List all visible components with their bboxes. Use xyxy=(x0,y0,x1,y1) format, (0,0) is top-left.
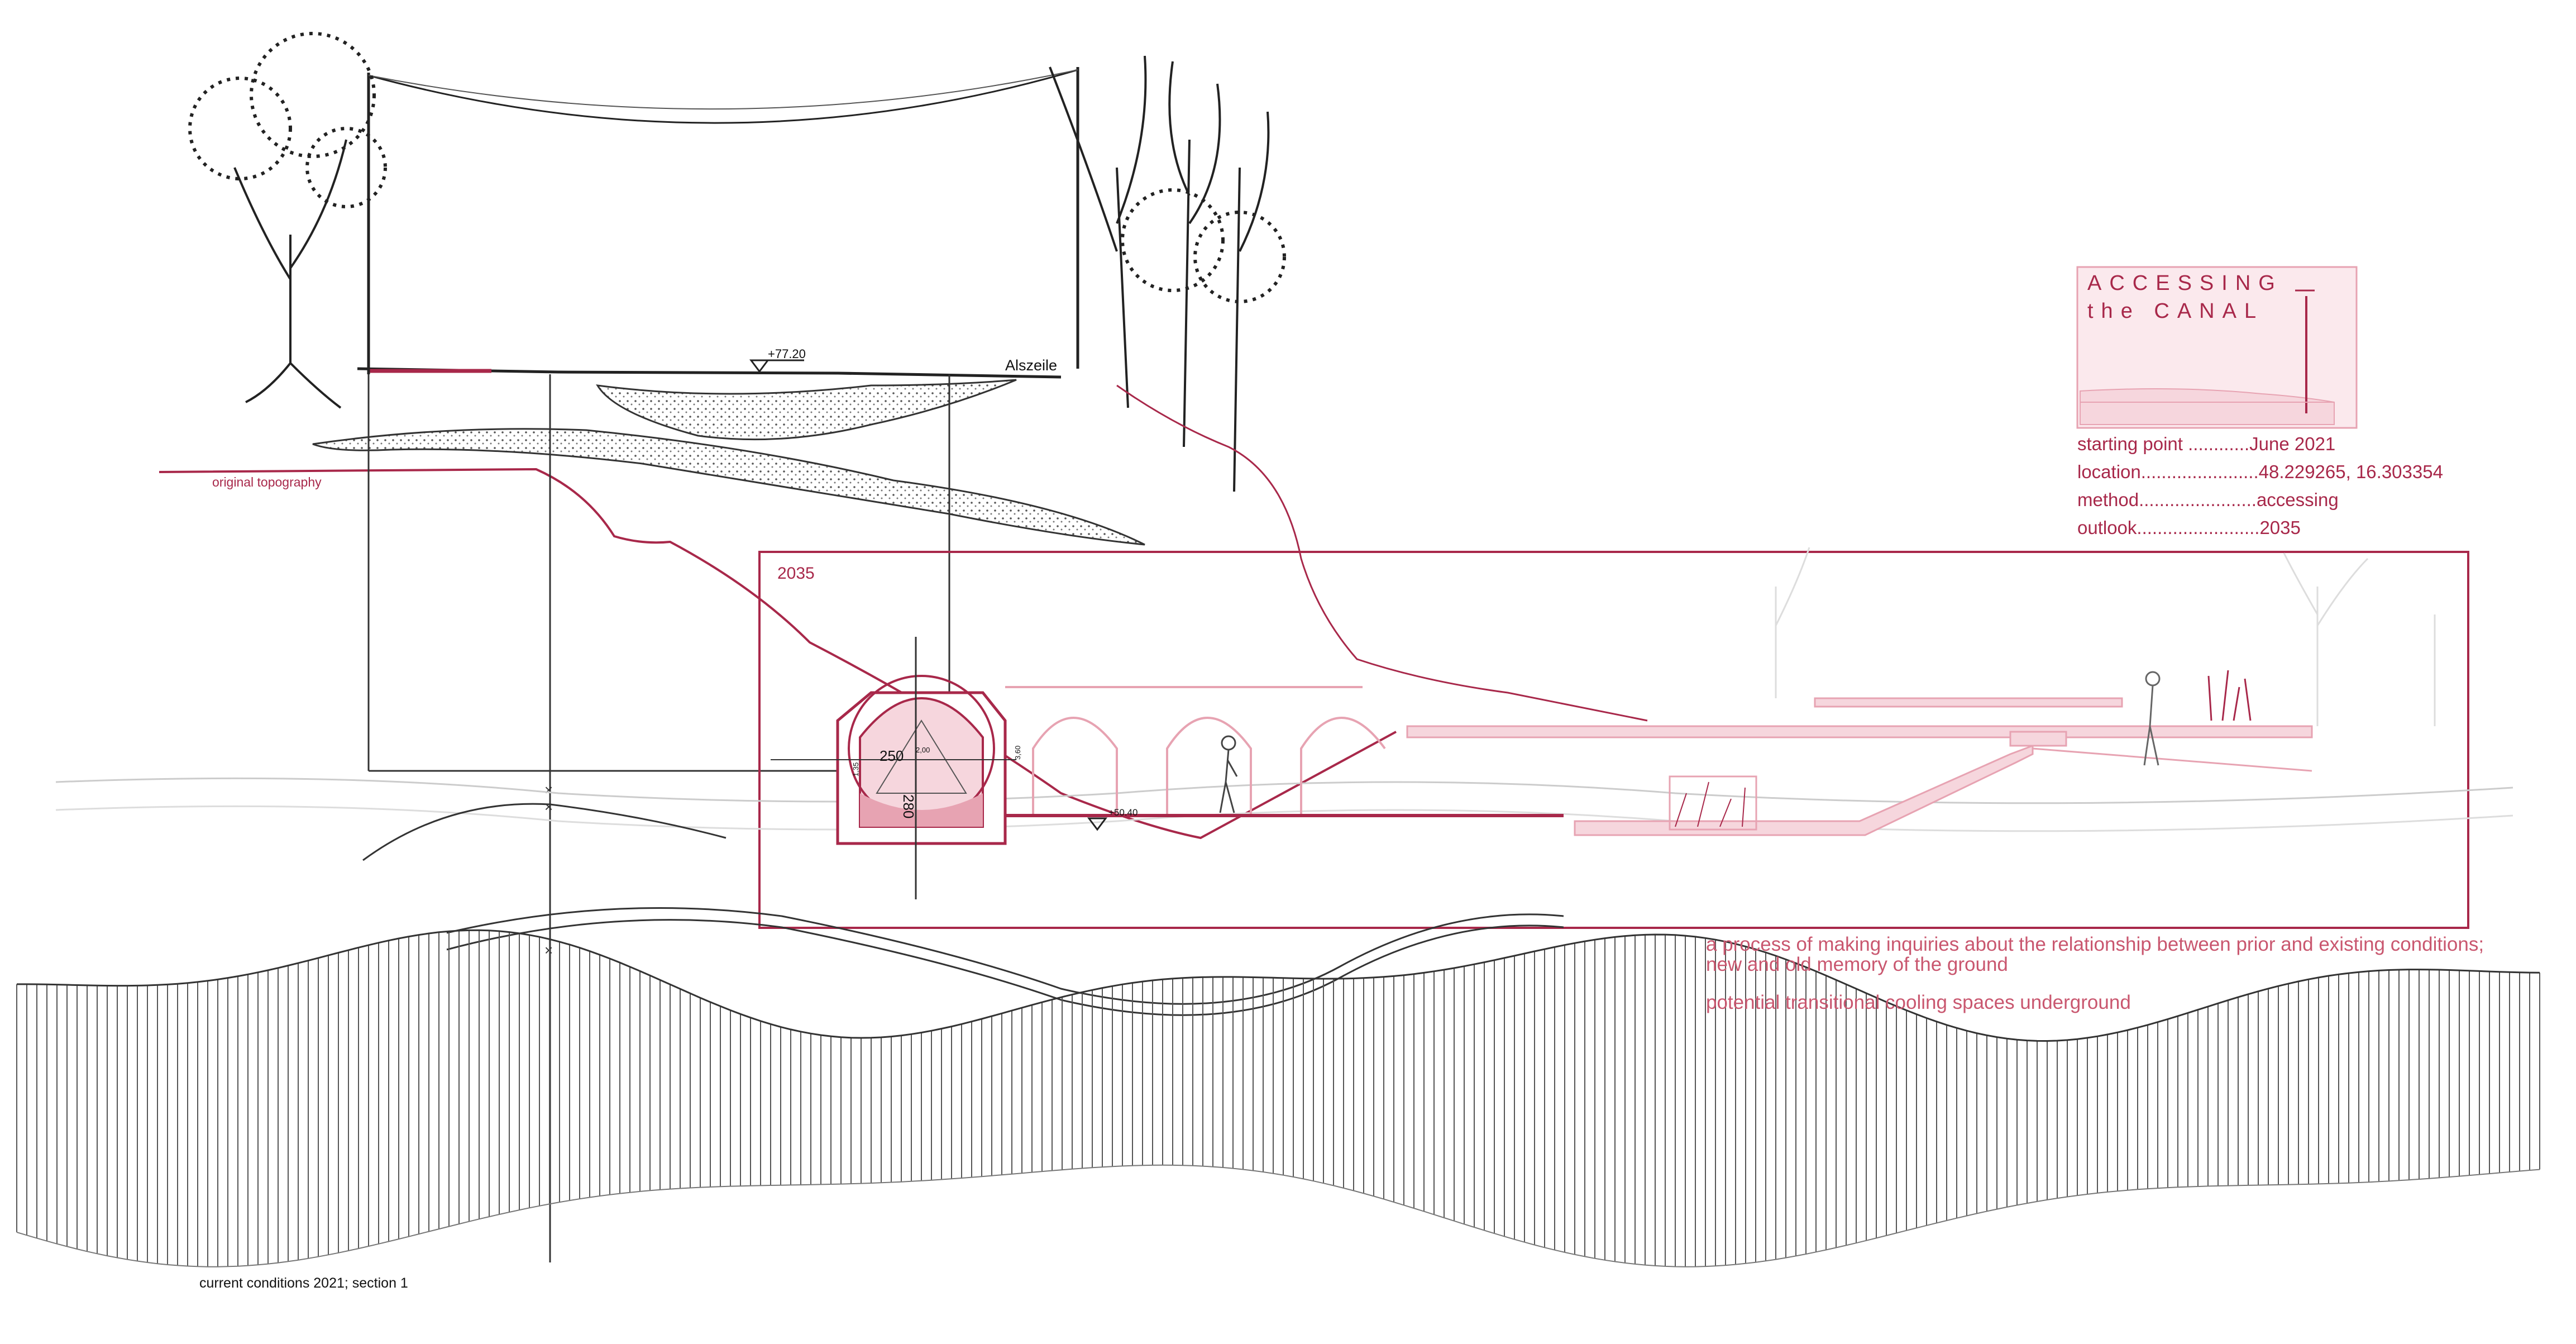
frame-2035 xyxy=(758,551,2469,929)
overhead-cable xyxy=(368,69,1078,124)
original-topography-line xyxy=(159,468,1397,840)
ground-section-line-2 xyxy=(446,919,1564,1016)
card-row-starting-point: starting point ............June 2021 xyxy=(2077,433,2336,454)
street-label: Alszeile xyxy=(1005,357,1058,374)
hatch-bottom-outline xyxy=(16,1164,2540,1267)
card-title-line2: the CANAL xyxy=(2087,299,2264,323)
info-card-thumbnail xyxy=(2076,266,2358,429)
figure-terrace xyxy=(2143,671,2161,766)
card-row-method: method.......................accessing xyxy=(2077,489,2339,510)
description-line1: a process of making inquiries about the … xyxy=(1706,933,2484,955)
canal-tunnel xyxy=(771,637,1016,899)
section-caption: current conditions 2021; section 1 xyxy=(199,1275,408,1291)
ground-section-line-1 xyxy=(362,803,727,861)
dimension-d2: 1,35 xyxy=(852,762,860,776)
slope-line xyxy=(1116,384,1648,722)
card-row-outlook: outlook........................2035 xyxy=(2077,517,2301,538)
right-trees xyxy=(1049,55,1286,492)
arched-passage xyxy=(1005,686,1386,816)
dimension-d3: 3,60 xyxy=(1014,745,1022,760)
card-title-line1: ACCESSING xyxy=(2087,271,2283,295)
terrace-vegetation xyxy=(2207,670,2252,721)
level-marker-top xyxy=(749,359,770,373)
description-line2: new and old memory of the ground xyxy=(1706,954,2008,975)
section-hatch xyxy=(16,930,2540,1267)
card-row-location: location.......................48.229265… xyxy=(2077,461,2443,482)
level-marker-canal xyxy=(1087,817,1107,831)
new-underground-space xyxy=(1406,697,2313,836)
distant-trees-faint xyxy=(1775,547,2436,726)
ground-section-line-3 xyxy=(446,907,1564,1005)
overhead-cable-2 xyxy=(368,69,1078,110)
dimension-d1: 2,00 xyxy=(916,746,930,754)
guide-marker-3: × xyxy=(544,942,553,959)
level-top-label: +77.20 xyxy=(768,347,806,361)
soil-lens-lower xyxy=(312,428,1145,546)
contour-lines xyxy=(55,777,2513,804)
guide-marker-1: × xyxy=(544,781,553,798)
dimension-width: 250 xyxy=(880,747,904,764)
soil-lens-upper xyxy=(596,379,1017,441)
frame-year-label: 2035 xyxy=(777,564,815,583)
figure-passage xyxy=(1219,735,1238,813)
hatch-top-outline xyxy=(17,929,2540,1042)
guide-marker-2: × xyxy=(544,798,553,815)
left-tree xyxy=(188,32,387,409)
description-line3: potential transitional cooling spaces un… xyxy=(1706,992,2131,1013)
level-canal-label: +50.40 xyxy=(1108,807,1138,818)
dimension-height: 280 xyxy=(900,794,917,819)
original-topography-label: original topography xyxy=(212,475,322,489)
